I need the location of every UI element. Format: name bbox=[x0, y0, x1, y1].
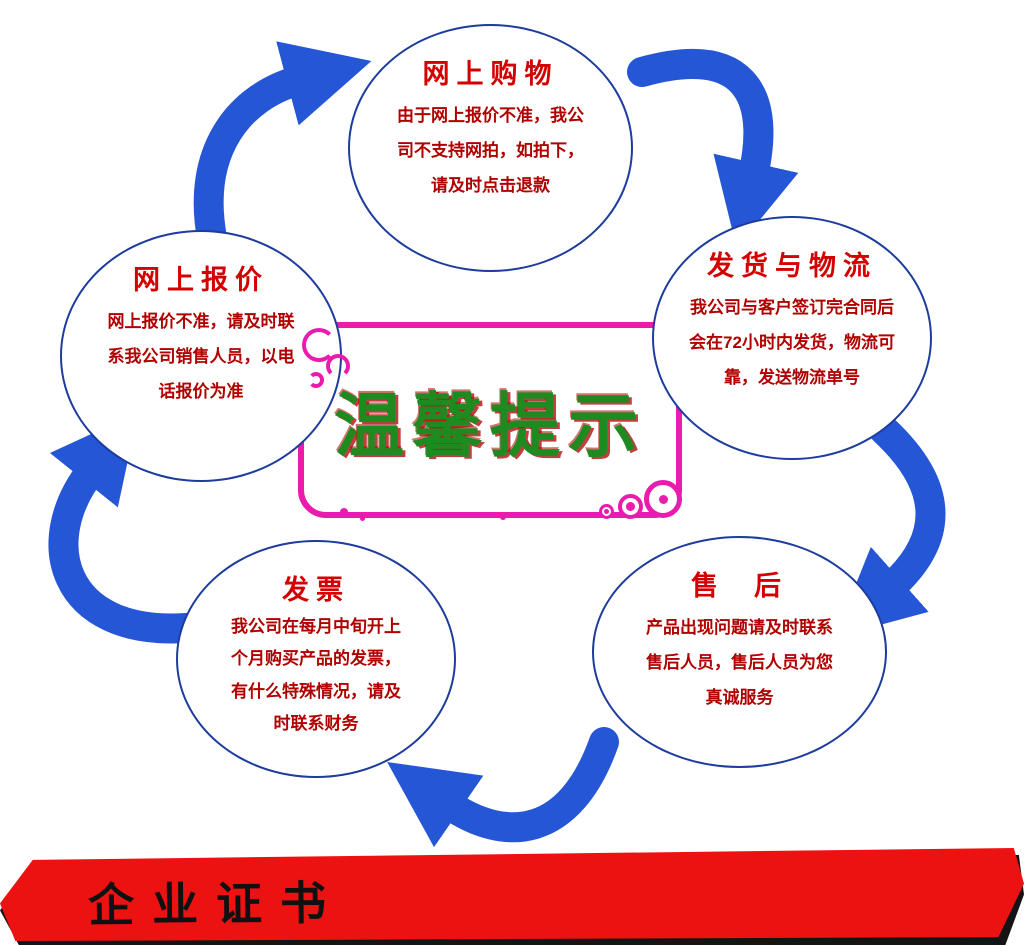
arrow-shopping-to-shipping bbox=[627, 49, 799, 249]
arrow-shipping-to-aftersale bbox=[834, 415, 946, 638]
arrow-aftersale-to-invoice bbox=[387, 727, 619, 848]
bubble-body: 产品出现问题请及时联系 售后人员，售后人员为您 真诚服务 bbox=[646, 618, 833, 707]
swirl-icon bbox=[308, 372, 324, 388]
splatter-dot bbox=[500, 514, 506, 520]
splatter-dot bbox=[340, 508, 348, 516]
swirl-icon bbox=[302, 328, 336, 362]
bubble-body: 我公司在每月中旬开上 个月购买产品的发票， 有什么特殊情况，请及 时联系财务 bbox=[231, 617, 401, 733]
bubble-online-shopping: 网上购物 由于网上报价不准，我公 司不支持网拍，如拍下， 请及时点击退款 bbox=[348, 24, 633, 272]
bubble-body: 由于网上报价不准，我公 司不支持网拍，如拍下， 请及时点击退款 bbox=[397, 106, 584, 195]
ribbon-label: 企业证书 bbox=[87, 875, 345, 933]
bubble-online-quote: 网上报价 网上报价不准，请及时联 系我公司销售人员，以电 话报价为准 bbox=[60, 230, 342, 482]
ribbon-body bbox=[0, 847, 1024, 942]
ring-ornament-icon bbox=[644, 480, 682, 518]
bubble-title: 售 后 bbox=[690, 571, 788, 601]
ring-ornament-icon bbox=[618, 494, 643, 519]
bubble-invoice: 发票 我公司在每月中旬开上 个月购买产品的发票， 有什么特殊情况，请及 时联系财… bbox=[176, 540, 456, 778]
bubble-title: 发票 bbox=[282, 575, 350, 605]
enterprise-certificate-ribbon: 企业证书 bbox=[0, 846, 1024, 945]
ring-ornament-icon bbox=[599, 504, 614, 519]
bubble-body: 我公司与客户签订完合同后 会在72小时内发货，物流可 靠，发送物流单号 bbox=[689, 298, 895, 387]
center-tip-title: 温馨提示 bbox=[334, 383, 646, 467]
center-tip-frame: 温馨提示 bbox=[298, 322, 682, 518]
bubble-title: 网上报价 bbox=[133, 265, 269, 295]
arrow-invoice-to-quote bbox=[48, 412, 201, 644]
bubble-shipping-logistics: 发货与物流 我公司与客户签订完合同后 会在72小时内发货，物流可 靠，发送物流单… bbox=[652, 216, 932, 460]
bubble-title: 网上购物 bbox=[422, 59, 559, 89]
floral-corner-ornament bbox=[300, 324, 380, 410]
swirl-icon bbox=[326, 354, 350, 378]
bubble-after-sales: 售 后 产品出现问题请及时联系 售后人员，售后人员为您 真诚服务 bbox=[592, 536, 887, 768]
bubble-body: 网上报价不准，请及时联 系我公司销售人员，以电 话报价为准 bbox=[107, 312, 295, 401]
bubble-title: 发货与物流 bbox=[707, 251, 877, 281]
splatter-dot bbox=[360, 516, 365, 521]
arrow-quote-to-shopping bbox=[193, 41, 372, 253]
